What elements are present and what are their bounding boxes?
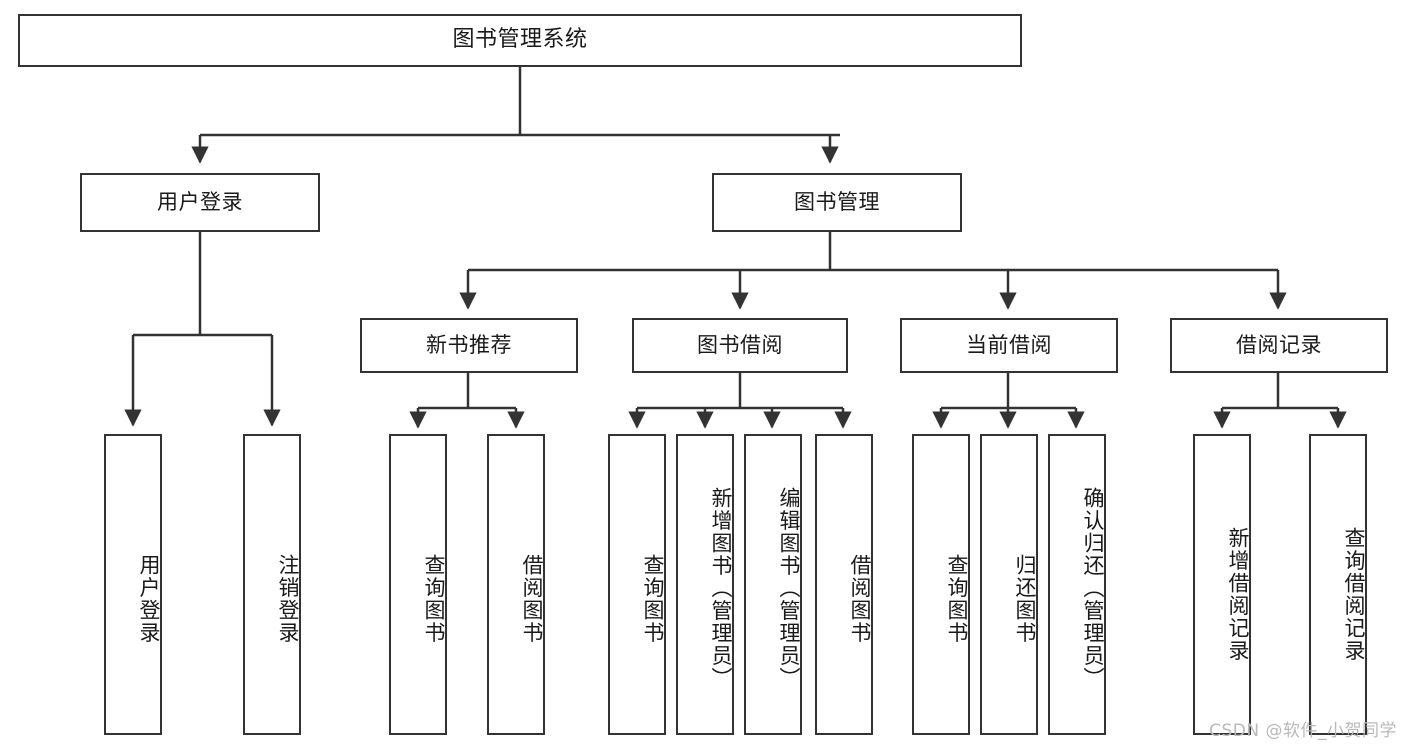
node-book-borrow[interactable]: 图书借阅 [632, 318, 848, 373]
node-root[interactable]: 图书管理系统 [18, 14, 1022, 67]
node-leaf-query-book-2[interactable]: 查询图书 [608, 434, 666, 735]
node-leaf-add-borrow-record-label: 新增借阅记录 [1226, 527, 1250, 662]
node-leaf-edit-book-admin-label: 编辑图书（管理员） [777, 487, 801, 690]
node-new-book-recommend[interactable]: 新书推荐 [360, 318, 578, 373]
node-leaf-borrow-book-1[interactable]: 借阅图书 [487, 434, 545, 735]
node-new-book-recommend-label: 新书推荐 [426, 332, 512, 357]
node-leaf-query-book-3-label: 查询图书 [945, 553, 969, 644]
node-book-manage-label: 图书管理 [794, 189, 880, 214]
node-leaf-borrow-book-2[interactable]: 借阅图书 [815, 434, 873, 735]
node-root-label: 图书管理系统 [452, 27, 588, 53]
node-leaf-query-book-3[interactable]: 查询图书 [912, 434, 970, 735]
node-leaf-query-borrow-record-label: 查询借阅记录 [1342, 527, 1366, 662]
node-book-manage[interactable]: 图书管理 [712, 173, 962, 232]
node-leaf-query-book-1-label: 查询图书 [422, 553, 446, 644]
node-leaf-add-borrow-record[interactable]: 新增借阅记录 [1193, 434, 1251, 735]
node-leaf-borrow-book-2-label: 借阅图书 [848, 553, 872, 644]
node-borrow-record[interactable]: 借阅记录 [1170, 318, 1388, 373]
node-leaf-user-login[interactable]: 用户登录 [104, 434, 162, 735]
node-leaf-query-book-1[interactable]: 查询图书 [389, 434, 447, 735]
watermark: CSDN @软件_小贺同学 [1209, 721, 1397, 741]
node-leaf-return-book[interactable]: 归还图书 [980, 434, 1038, 735]
node-current-borrow[interactable]: 当前借阅 [900, 318, 1118, 373]
node-borrow-record-label: 借阅记录 [1236, 332, 1322, 357]
node-leaf-add-book-admin[interactable]: 新增图书（管理员） [676, 434, 734, 735]
node-leaf-confirm-return-admin[interactable]: 确认归还（管理员） [1048, 434, 1106, 735]
node-leaf-borrow-book-1-label: 借阅图书 [520, 553, 544, 644]
node-leaf-user-login-label: 用户登录 [137, 553, 161, 644]
node-leaf-add-book-admin-label: 新增图书（管理员） [709, 487, 733, 690]
node-user-login[interactable]: 用户登录 [80, 173, 320, 232]
node-leaf-logout-login-label: 注销登录 [276, 553, 300, 644]
node-leaf-logout-login[interactable]: 注销登录 [243, 434, 301, 735]
node-leaf-edit-book-admin[interactable]: 编辑图书（管理员） [744, 434, 802, 735]
node-current-borrow-label: 当前借阅 [966, 332, 1052, 357]
node-leaf-query-borrow-record[interactable]: 查询借阅记录 [1309, 434, 1367, 735]
node-leaf-query-book-2-label: 查询图书 [641, 553, 665, 644]
node-leaf-return-book-label: 归还图书 [1013, 553, 1037, 644]
node-book-borrow-label: 图书借阅 [697, 332, 783, 357]
node-user-login-label: 用户登录 [157, 189, 243, 214]
node-leaf-confirm-return-admin-label: 确认归还（管理员） [1081, 487, 1105, 690]
